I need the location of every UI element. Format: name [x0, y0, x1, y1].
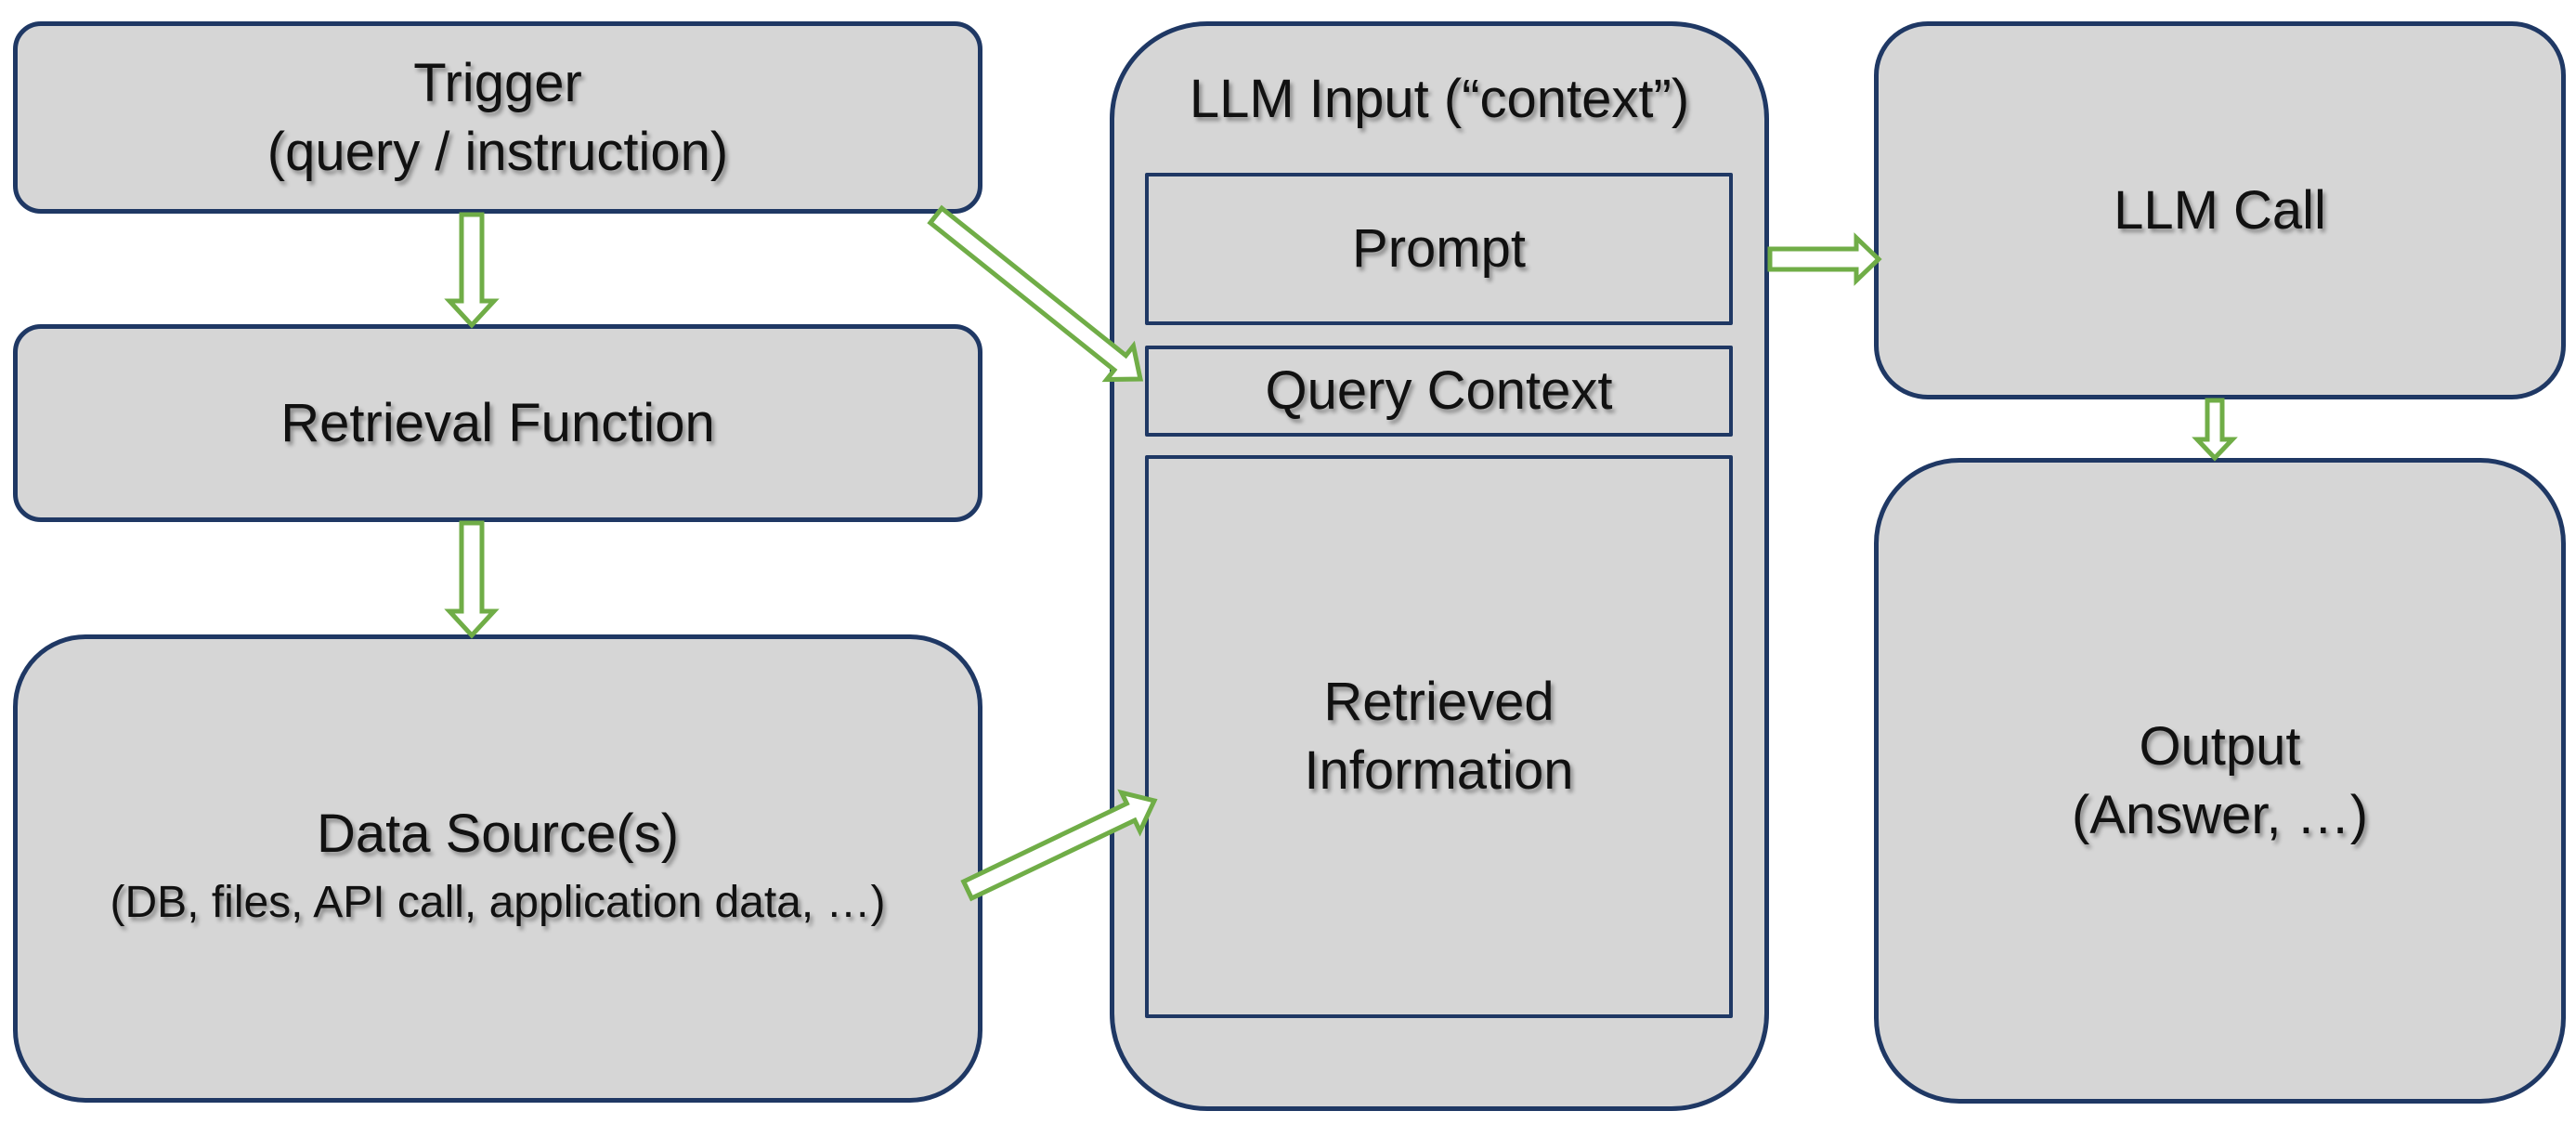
output-label-line2: (Answer, …)	[2071, 784, 2369, 845]
trigger-label-line2: (query / instruction)	[267, 121, 729, 182]
data-sources-label-line2: (DB, files, API call, application data, …	[110, 878, 886, 927]
prompt-label: Prompt	[1352, 218, 1526, 279]
arrow-trigger-to-retrieval-function	[444, 212, 500, 329]
data-sources-box: Data Source(s) (DB, files, API call, app…	[13, 634, 982, 1103]
llm-call-box: LLM Call	[1874, 21, 2566, 399]
retrieval-function-box: Retrieval Function	[13, 324, 982, 522]
trigger-label-line1: Trigger	[413, 52, 582, 113]
retrieved-information-line1: Retrieved	[1323, 672, 1555, 732]
arrow-llm-call-to-output	[2192, 398, 2238, 462]
output-label-line1: Output	[2139, 715, 2301, 777]
llm-call-label: LLM Call	[2114, 179, 2326, 241]
data-sources-label-line1: Data Source(s)	[316, 804, 680, 864]
prompt-box: Prompt	[1145, 173, 1733, 325]
retrieved-information-box: Retrieved Information	[1145, 455, 1733, 1018]
llm-input-title: LLM Input (“context”)	[1189, 69, 1690, 129]
output-box: Output (Answer, …)	[1874, 458, 2566, 1104]
retrieval-function-label: Retrieval Function	[280, 392, 715, 453]
query-context-label: Query Context	[1265, 360, 1613, 421]
query-context-box: Query Context	[1145, 346, 1733, 437]
trigger-box: Trigger (query / instruction)	[13, 21, 982, 214]
arrow-llm-input-to-llm-call	[1767, 232, 1882, 286]
arrow-retrieval-function-to-data-sources	[444, 520, 500, 639]
retrieved-information-line2: Information	[1304, 740, 1574, 801]
